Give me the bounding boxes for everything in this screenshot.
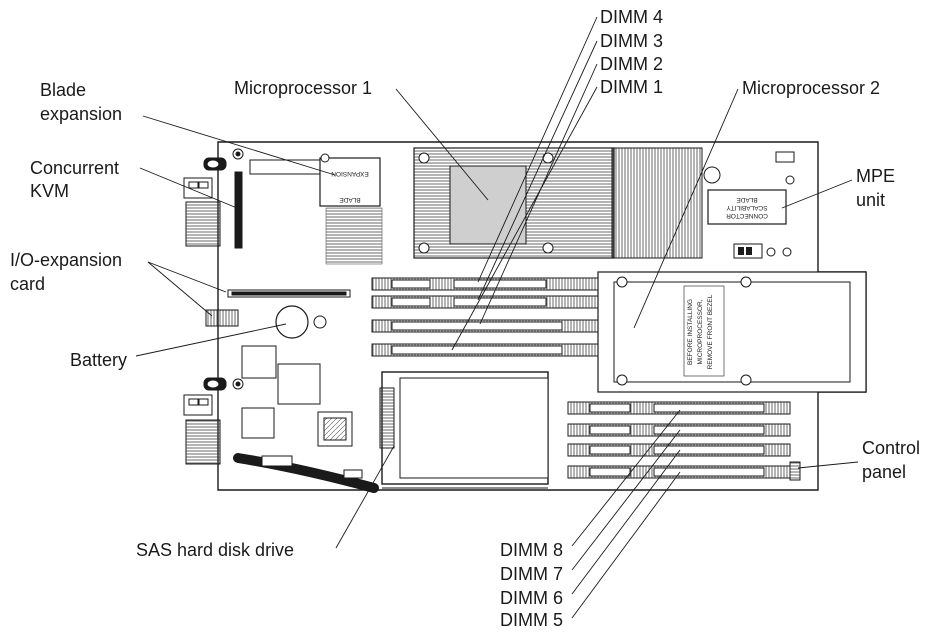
- expansion-connector-text-1: EXPANSION: [331, 170, 369, 177]
- warning-text-2: MICROPROCESSOR,: [697, 299, 704, 364]
- label-mpe-line-2: unit: [856, 190, 886, 210]
- dimm-slots-5-to-8: [567, 401, 791, 479]
- label-blade-expansion-line-2: expansion: [40, 104, 123, 124]
- label-battery: Battery: [70, 350, 128, 370]
- io-expansion-connectors: [205, 289, 351, 327]
- label-concurrent-kvm-line-1: Concurrent: [30, 158, 120, 178]
- label-dimm-8: DIMM 8: [500, 540, 563, 560]
- microprocessor-1-heatsink: [413, 147, 703, 259]
- mpe-unit: BLADE SCALABILITY CONNECTOR: [703, 151, 795, 259]
- concurrent-kvm-connector: [234, 171, 243, 249]
- label-mpe-line-1: MPE: [856, 166, 896, 186]
- label-dimm-5: DIMM 5: [500, 610, 563, 630]
- blade-expansion-connector: EXPANSION BLADE: [249, 157, 383, 265]
- label-dimm-2: DIMM 2: [600, 54, 663, 74]
- label-dimm-1: DIMM 1: [600, 77, 663, 97]
- label-dimm-3: DIMM 3: [600, 31, 663, 51]
- board-mounting-holes: [232, 148, 330, 390]
- scalability-text-3: CONNECTOR: [726, 212, 768, 219]
- label-microprocessor-1: Microprocessor 1: [234, 78, 373, 98]
- control-panel-connector: [789, 461, 801, 481]
- left-connector-top: [183, 157, 227, 247]
- expansion-connector-text-2: BLADE: [339, 196, 361, 203]
- warning-text-1: BEFORE INSTALLING: [687, 299, 694, 365]
- label-control-panel-line-2: panel: [862, 462, 907, 482]
- board-chips: [241, 345, 353, 447]
- label-control-panel-line-1: Control: [862, 438, 921, 458]
- label-microprocessor-2: Microprocessor 2: [742, 78, 881, 98]
- label-io-expansion-line-2: card: [10, 274, 46, 294]
- dimm-slots-1-to-4: [371, 277, 599, 357]
- label-concurrent-kvm-line-2: KVM: [30, 181, 70, 201]
- label-dimm-6: DIMM 6: [500, 588, 563, 608]
- microprocessor-2-cover: BEFORE INSTALLING MICROPROCESSOR, REMOVE…: [597, 271, 867, 393]
- release-lever: [233, 453, 379, 493]
- callout-leader-lines: [135, 16, 859, 619]
- scalability-text-1: BLADE: [736, 196, 758, 203]
- left-connector-bottom: [183, 377, 227, 465]
- scalability-text-2: SCALABILITY: [726, 204, 768, 211]
- label-sas-hard-disk-drive: SAS hard disk drive: [136, 540, 295, 560]
- label-dimm-7: DIMM 7: [500, 564, 563, 584]
- battery: [275, 305, 327, 339]
- label-blade-expansion-line-1: Blade: [40, 80, 87, 100]
- label-dimm-4: DIMM 4: [600, 7, 663, 27]
- sas-hard-disk-drive: [379, 371, 549, 489]
- label-io-expansion-line-1: I/O-expansion: [10, 250, 123, 270]
- warning-text-3: REMOVE FRONT BEZEL: [707, 294, 714, 369]
